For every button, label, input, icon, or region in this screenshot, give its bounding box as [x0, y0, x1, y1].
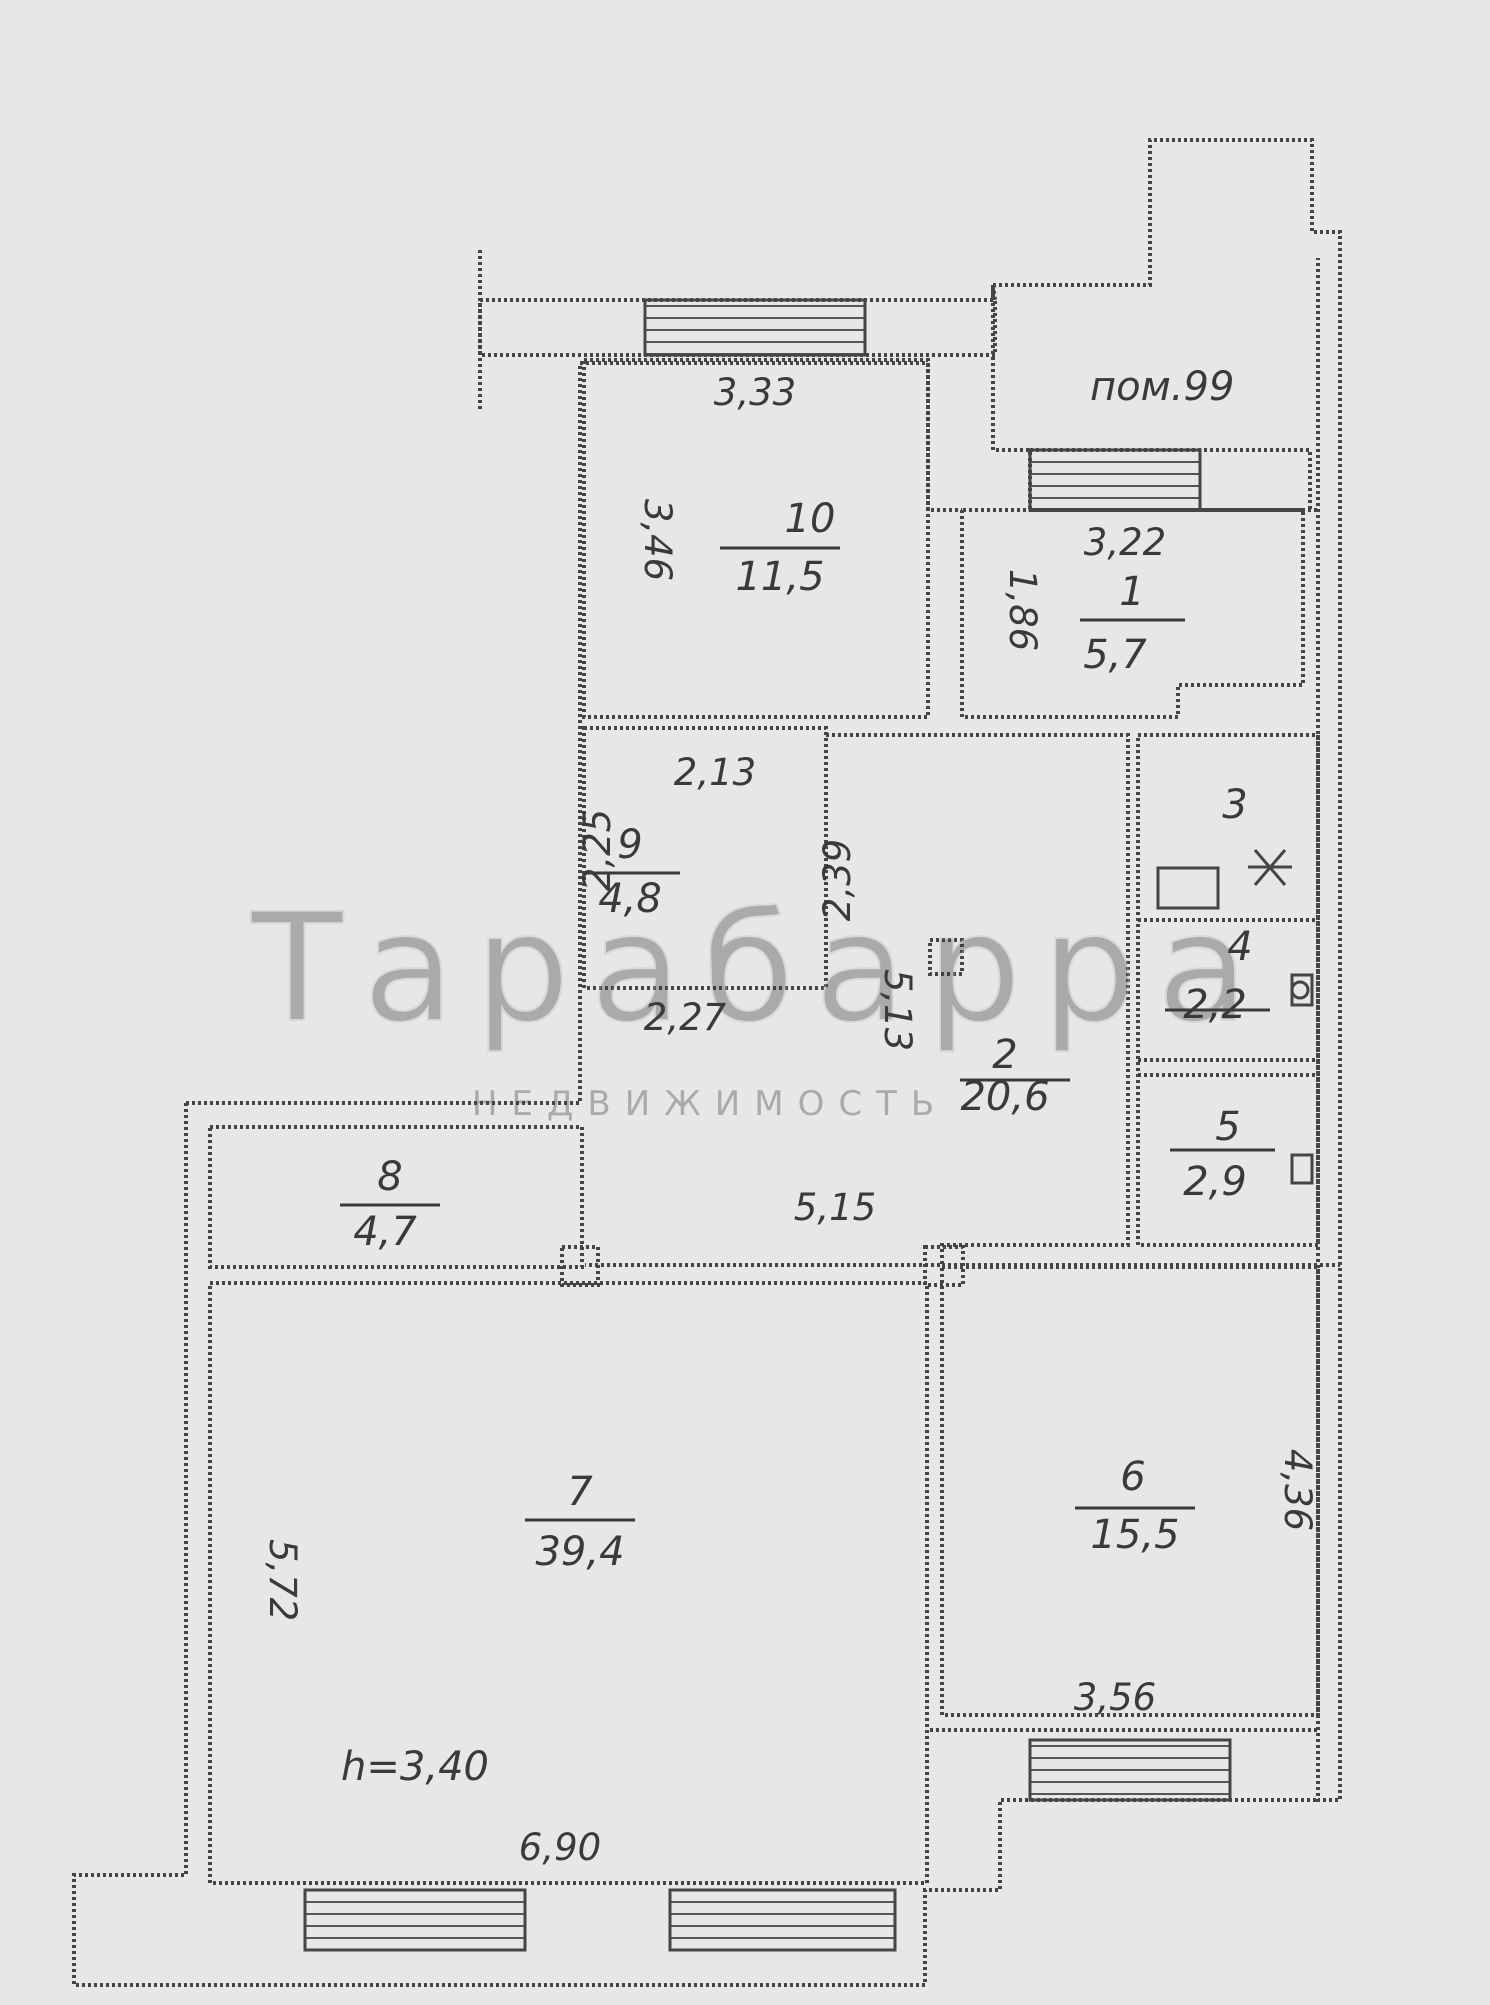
room-9-area: 4,8	[598, 876, 662, 922]
room-5-area: 2,9	[1183, 1159, 1247, 1205]
room-10-area: 11,5	[735, 554, 824, 600]
ceiling-height: h=3,40	[341, 1744, 489, 1790]
fraction-lines	[340, 546, 1275, 1522]
room-4-area: 2,2	[1183, 982, 1247, 1028]
room-9-extra-dim: 2,39	[816, 839, 859, 921]
watermark-subtitle: НЕДВИЖИМОСТЬ	[472, 1084, 948, 1124]
room-6-area: 15,5	[1090, 1512, 1179, 1558]
bath-fixtures	[1156, 849, 1314, 1185]
dimension-center: 5,15	[794, 1186, 876, 1229]
room-9-number: 9	[617, 822, 642, 868]
room-2-width: 2,27	[644, 996, 727, 1039]
room-6-height: 4,36	[1276, 1449, 1319, 1531]
room-1-height: 1,86	[1001, 569, 1044, 651]
room-10-number: 10	[785, 496, 836, 542]
room-2-height: 5,13	[876, 969, 919, 1051]
room-8-number: 8	[377, 1154, 402, 1200]
room-7-height: 5,72	[261, 1539, 304, 1621]
room-6-number: 6	[1120, 1454, 1145, 1500]
room-2-area: 20,6	[960, 1074, 1049, 1120]
room-7-number: 7	[567, 1469, 593, 1515]
room-3-number: 3	[1222, 782, 1247, 828]
room-7-width: 6,90	[519, 1826, 601, 1869]
room-10-height: 3,46	[636, 499, 679, 581]
room-9-height: 2,25	[576, 809, 619, 891]
room-1-width: 3,22	[1084, 521, 1166, 564]
room-4-number: 4	[1227, 924, 1252, 970]
room-99-label: пом.99	[1090, 364, 1234, 410]
room-8-area: 4,7	[353, 1209, 417, 1255]
room-2-number: 2	[992, 1032, 1017, 1078]
watermark: Тарабарра НЕДВИЖИМОСТЬ	[249, 881, 1268, 1124]
room-1-number: 1	[1119, 569, 1144, 615]
room-9-width: 2,13	[674, 751, 756, 794]
watermark-brand: Тарабарра	[250, 882, 1268, 1056]
room-1-area: 5,7	[1083, 632, 1147, 678]
room-6-width: 3,56	[1074, 1676, 1156, 1719]
window-hatches	[303, 298, 1232, 1952]
room-10-width: 3,33	[714, 371, 796, 414]
labels: пом.99 10 11,5 3,33 3,46 3,22 1 5,7 1,86…	[261, 364, 1319, 1869]
room-7-area: 39,4	[535, 1529, 624, 1575]
room-5-number: 5	[1215, 1104, 1240, 1150]
walls	[72, 138, 1342, 1987]
